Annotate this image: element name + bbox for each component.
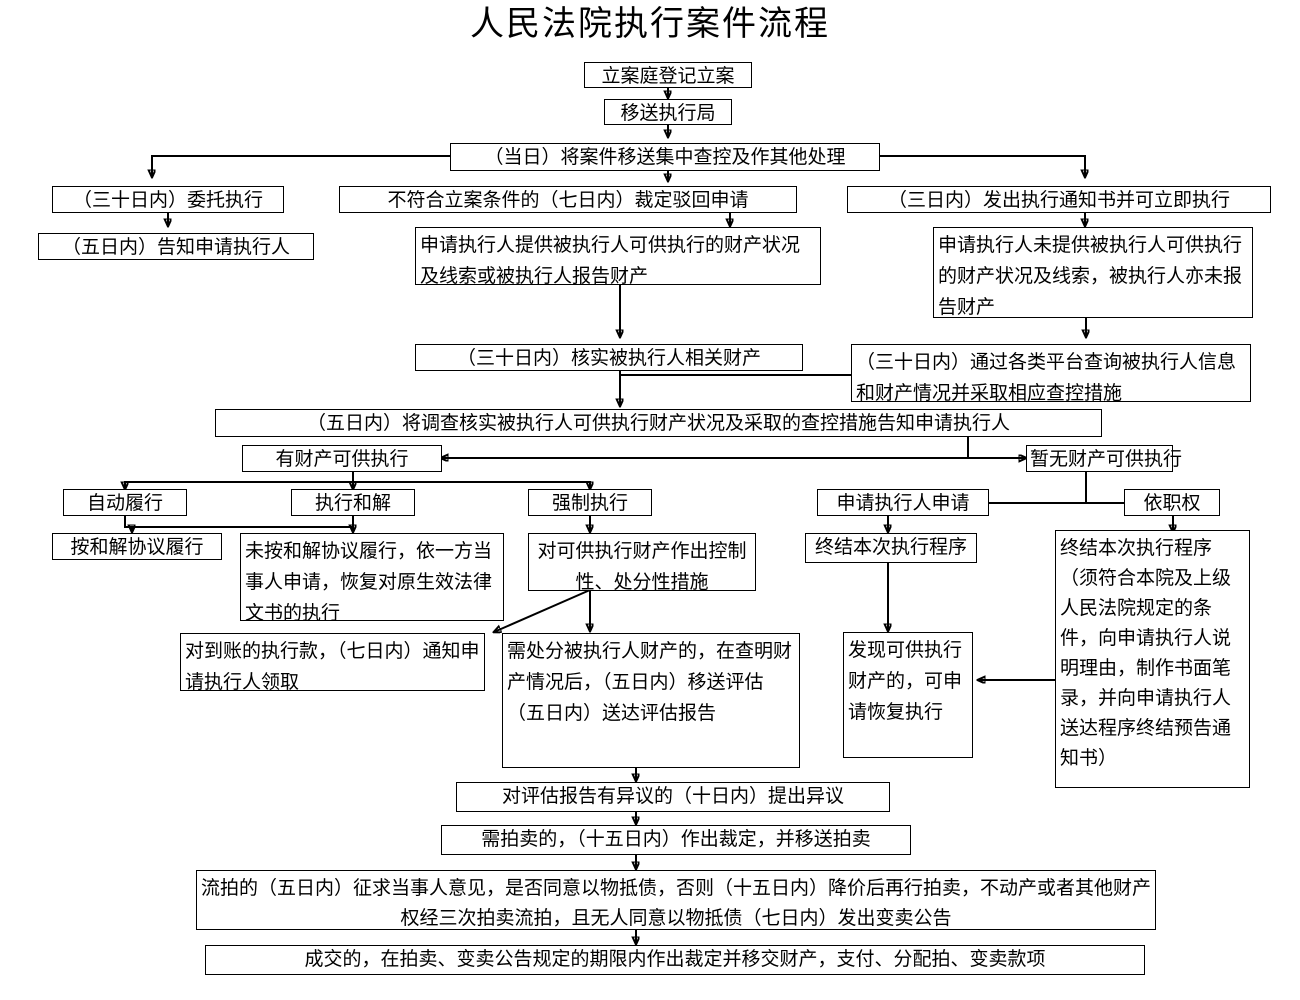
node-terminate-procedure-detail: 终结本次执行程序（须符合本院及上级人民法院规定的条件，向申请执行人说明理由，制作… [1055, 530, 1250, 788]
node-failed-auction-procedure: 流拍的（五日内）征求当事人意见，是否同意以物抵债，否则（十五日内）降价后再行拍卖… [196, 870, 1156, 930]
node-3days-issue-enforcement-notice: （三日内）发出执行通知书并可立即执行 [847, 186, 1271, 213]
node-completed-sale-distribution: 成交的，在拍卖、变卖公告规定的期限内作出裁定并移交财产，支付、分配拍、变卖款项 [205, 945, 1145, 975]
node-5days-notify-applicant: （五日内）告知申请执行人 [38, 233, 314, 260]
node-30days-entrusted-enforcement: （三十日内）委托执行 [52, 186, 284, 213]
node-applicant-no-property-info: 申请执行人未提供被执行人可供执行的财产状况及线索，被执行人亦未报告财产 [933, 227, 1253, 318]
node-voluntary-performance: 自动履行 [63, 489, 187, 516]
node-enforcement-settlement: 执行和解 [291, 489, 415, 516]
node-same-day-centralized-control: （当日）将案件移送集中查控及作其他处理 [450, 143, 880, 171]
node-discover-property-resume: 发现可供执行财产的，可申请恢复执行 [843, 632, 973, 758]
node-compulsory-enforcement: 强制执行 [528, 489, 652, 516]
node-7days-reject-application: 不符合立案条件的（七日内）裁定驳回申请 [339, 186, 797, 213]
node-30days-verify-property: （三十日内）核实被执行人相关财产 [415, 344, 803, 371]
node-15days-auction-ruling: 需拍卖的，（十五日内）作出裁定，并移送拍卖 [441, 825, 911, 855]
node-ex-officio: 依职权 [1124, 489, 1220, 516]
node-7days-notify-collect-funds: 对到账的执行款，（七日内）通知申请执行人领取 [180, 633, 485, 693]
node-transfer-to-enforcement-bureau: 移送执行局 [604, 99, 732, 125]
node-5days-inform-investigation-result: （五日内）将调查核实被执行人可供执行财产状况及采取的查控措施告知申请执行人 [215, 409, 1102, 437]
node-resume-original-enforcement: 未按和解协议履行，依一方当事人申请，恢复对原生效法律文书的执行 [240, 533, 504, 624]
node-10days-object-to-appraisal: 对评估报告有异议的（十日内）提出异议 [456, 782, 890, 812]
node-5days-appraisal-transfer: 需处分被执行人财产的，在查明财产情况后，（五日内）移送评估（五日内）送达评估报告 [502, 633, 800, 768]
node-terminate-current-procedure: 终结本次执行程序 [805, 533, 977, 563]
node-applicant-provides-property-info: 申请执行人提供被执行人可供执行的财产状况及线索或被执行人报告财产 [415, 227, 821, 287]
node-30days-platform-inquiry: （三十日内）通过各类平台查询被执行人信息和财产情况并采取相应查控措施 [851, 344, 1251, 404]
page-title: 人民法院执行案件流程 [470, 4, 830, 44]
node-has-executable-property: 有财产可供执行 [242, 445, 442, 472]
node-applicant-request: 申请执行人申请 [817, 489, 989, 516]
node-no-executable-property: 暂无财产可供执行 [1026, 445, 1182, 472]
node-perform-per-settlement: 按和解协议履行 [52, 533, 222, 560]
node-control-disposal-measures: 对可供执行财产作出控制性、处分性措施 [528, 533, 756, 593]
node-case-filing-registration: 立案庭登记立案 [584, 62, 752, 88]
